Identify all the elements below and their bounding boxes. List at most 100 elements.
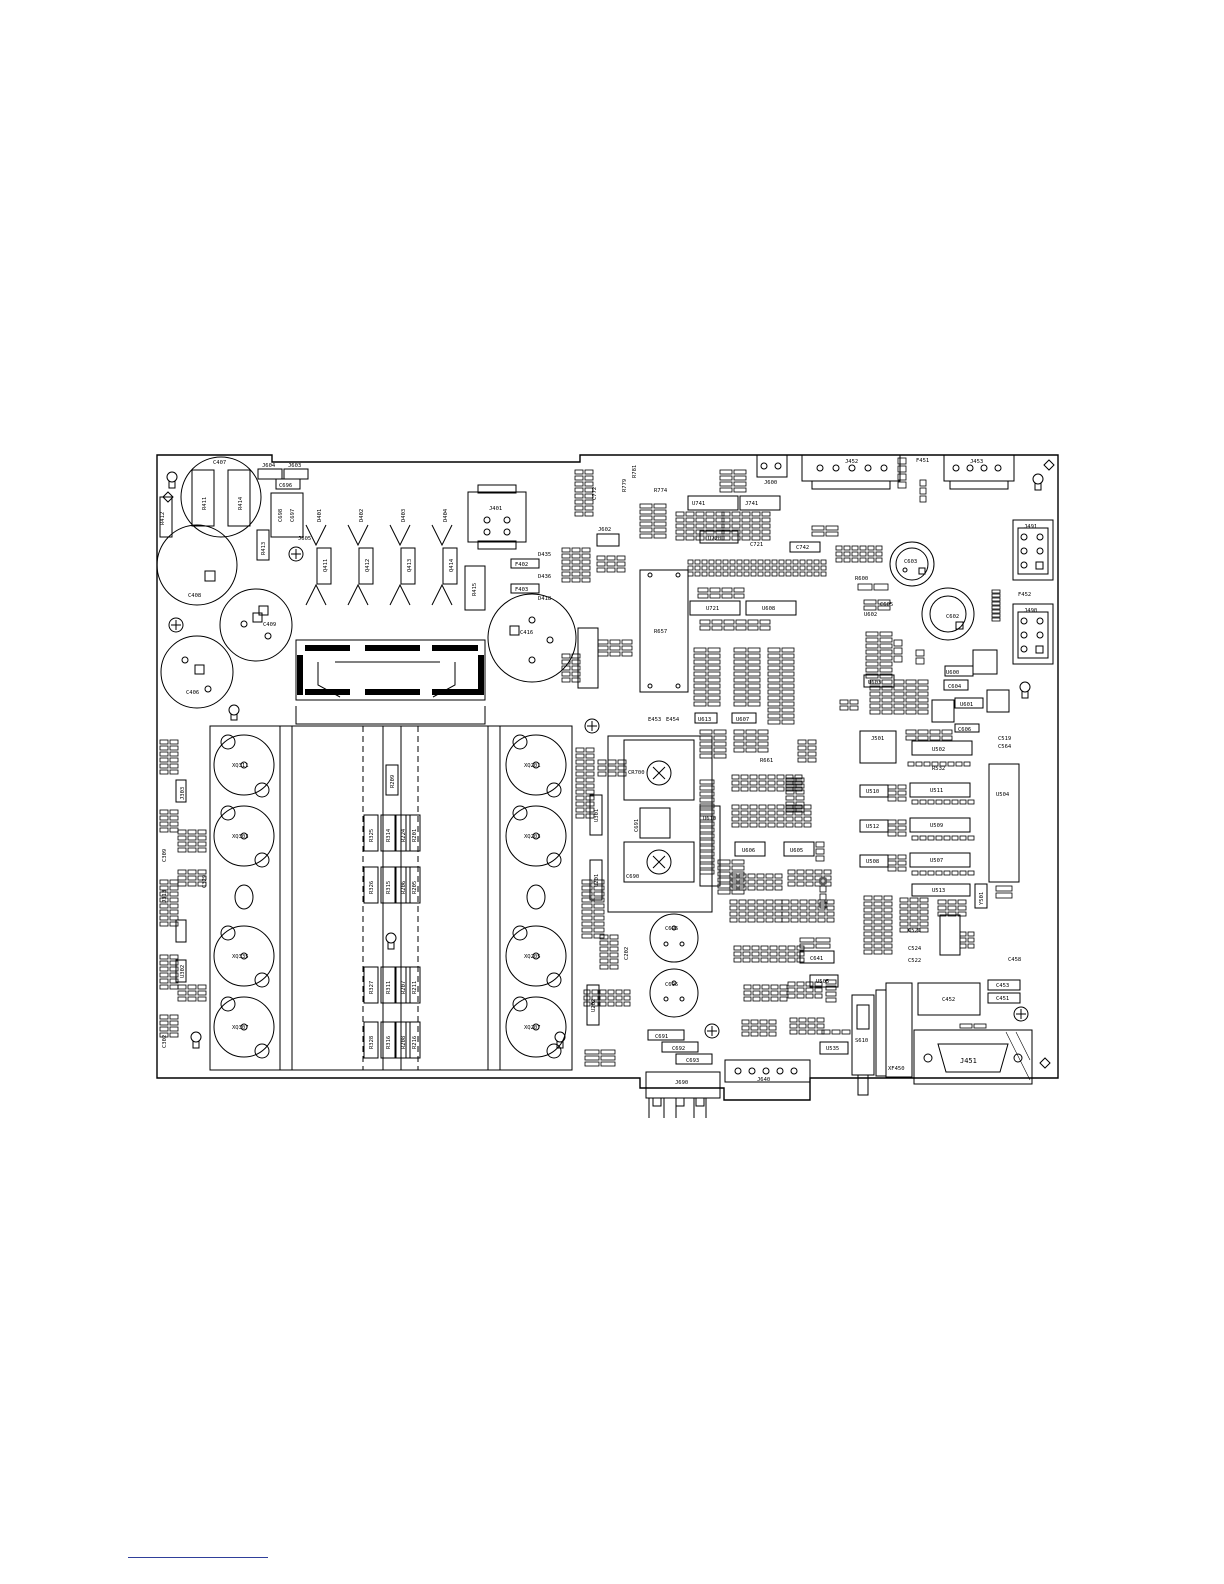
smd-part — [159, 745, 169, 751]
smd-part — [893, 697, 905, 703]
smd-part — [825, 979, 837, 985]
smd-part — [581, 927, 593, 933]
smd-part — [699, 741, 713, 747]
smd-part — [909, 915, 919, 921]
smd-part — [879, 631, 893, 637]
smd-part — [863, 919, 873, 925]
label-r328: R328 — [369, 1036, 375, 1049]
smd-part — [967, 937, 975, 943]
smd-part — [169, 757, 179, 763]
smd-part — [897, 481, 907, 489]
label-c606: C606 — [958, 727, 971, 733]
smd-part — [879, 643, 893, 649]
fuse-f402 — [510, 558, 540, 569]
smd-part — [873, 925, 883, 931]
smd-part — [820, 559, 827, 565]
smd-part — [806, 559, 813, 565]
smd-part — [917, 709, 929, 715]
smd-part — [675, 523, 685, 529]
smd-part — [814, 869, 823, 875]
smd-part — [799, 937, 815, 943]
smd-part — [584, 1061, 600, 1067]
smd-part — [863, 895, 873, 901]
smd-part — [799, 917, 808, 923]
ic-u511 — [909, 782, 971, 798]
smd-part — [731, 804, 740, 810]
smd-part — [799, 905, 808, 911]
smd-part — [875, 557, 883, 563]
smd-part — [575, 801, 585, 807]
smd-part — [767, 689, 781, 695]
smd-part — [617, 765, 627, 771]
smd-part — [715, 535, 725, 541]
smd-part — [761, 996, 770, 1002]
smd-part — [561, 653, 571, 659]
smd-part — [863, 949, 873, 955]
label-xq311: XQ311 — [232, 763, 249, 769]
smd-part — [574, 469, 584, 475]
smd-part — [768, 1019, 777, 1025]
smd-part — [707, 683, 721, 689]
label-r209: R209 — [390, 775, 396, 788]
smd-part — [159, 909, 169, 915]
component-c691 — [647, 1029, 685, 1041]
smd-part — [756, 917, 765, 923]
smd-part — [731, 780, 740, 786]
smd-part — [769, 957, 778, 963]
smd-part — [819, 885, 827, 893]
smd-part — [169, 1020, 179, 1026]
label-xq205: XQ205 — [524, 954, 541, 960]
label-d403: D403 — [401, 509, 407, 522]
smd-part — [687, 559, 694, 565]
connector-j604 — [257, 468, 283, 480]
smd-part — [947, 899, 957, 905]
smd-part — [767, 719, 781, 725]
label-u510: U510 — [866, 789, 879, 795]
label-c695: C695 — [665, 982, 678, 988]
smd-part — [733, 747, 745, 753]
smd-part — [575, 813, 585, 819]
smd-part — [177, 984, 187, 990]
smd-part — [767, 707, 781, 713]
smd-part — [803, 816, 812, 822]
smd-part — [750, 565, 757, 571]
smd-part — [197, 881, 207, 887]
smd-part — [796, 869, 805, 875]
label-c302: C302 — [162, 1035, 168, 1048]
smd-part — [750, 1031, 759, 1037]
smd-part — [736, 559, 743, 565]
smd-part — [675, 535, 685, 541]
smd-part — [819, 901, 827, 909]
smd-part — [591, 995, 599, 1001]
smd-part — [609, 946, 619, 952]
smd-part — [808, 905, 817, 911]
smd-part — [747, 879, 756, 885]
smd-part — [815, 841, 825, 848]
smd-part — [169, 879, 179, 885]
smd-part — [760, 951, 769, 957]
component-c606 — [954, 723, 980, 733]
smd-part — [905, 697, 917, 703]
smd-part — [699, 869, 715, 875]
ic-j741 — [739, 495, 781, 511]
smd-part — [899, 909, 909, 915]
smd-part — [581, 933, 593, 939]
smd-part — [699, 625, 711, 631]
smd-part — [653, 509, 667, 515]
smd-part — [905, 691, 917, 697]
label-c202: C202 — [624, 947, 630, 960]
smd-part — [561, 547, 571, 553]
smd-part — [615, 1001, 623, 1007]
smd-part — [750, 559, 757, 565]
smd-part — [159, 1032, 169, 1038]
label-c416: C416 — [520, 630, 533, 636]
smd-part — [761, 511, 771, 517]
smd-part — [585, 753, 595, 759]
component-c451 — [987, 992, 1021, 1004]
label-r314: R314 — [386, 828, 392, 842]
connector-j491 — [1012, 519, 1054, 581]
smd-part — [187, 835, 197, 841]
smd-part — [581, 547, 591, 553]
label-xq307: XQ307 — [232, 1025, 249, 1031]
smd-part — [941, 729, 953, 735]
